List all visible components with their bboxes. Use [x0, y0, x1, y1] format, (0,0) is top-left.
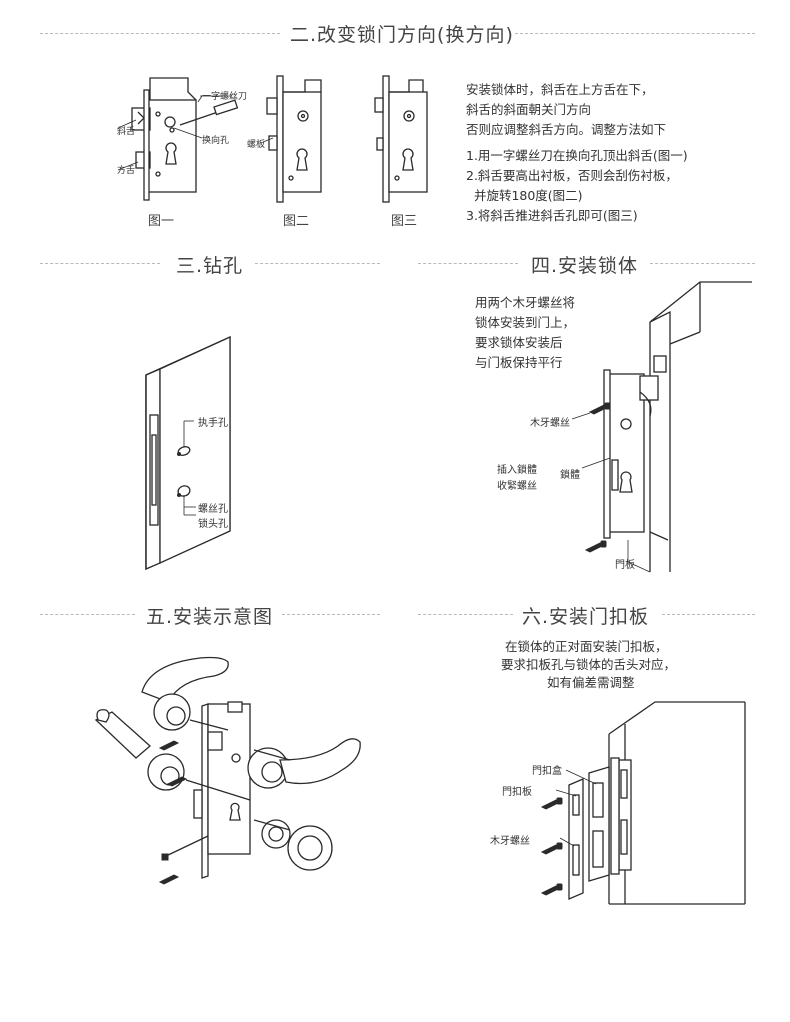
- label-reversing-hole: 换向孔: [202, 136, 230, 146]
- section-divider: [40, 263, 160, 264]
- section-divider: [650, 263, 755, 264]
- instruction-line: 在锁体的正对面安装门扣板，: [505, 639, 668, 654]
- label-strike-plate: 門扣板: [502, 787, 532, 798]
- label-cylinder-hole: 锁头孔: [198, 519, 228, 530]
- section-divider: [662, 614, 755, 615]
- instruction-line: 并旋转180度(图二): [466, 188, 583, 203]
- section-title-install-strike-plate: 六.安装门扣板: [522, 606, 650, 628]
- wood-screw-icon: [540, 883, 563, 896]
- label-insert-lockbody: 插入鎖體: [497, 465, 537, 476]
- wood-screw-icon: [588, 402, 611, 415]
- instruction-line: 否则应调整斜舌方向。调整方法如下: [466, 122, 667, 137]
- label-tighten-screws: 收緊螺丝: [497, 481, 537, 492]
- figure-1-diagram: [117, 77, 239, 201]
- label-screwdriver: 一字螺丝刀: [202, 92, 248, 102]
- instruction-line: 用两个木牙螺丝将: [475, 295, 576, 310]
- instruction-line: 锁体安装到门上，: [475, 315, 576, 330]
- label-wood-screw: 木牙螺丝: [530, 418, 570, 429]
- section-divider: [418, 263, 518, 264]
- instruction-line: 与门板保持平行: [475, 355, 563, 370]
- label-strike-box: 門扣盒: [532, 766, 562, 777]
- instruction-line: 2.斜舌要高出衬板，否则会刮伤衬板，: [466, 168, 678, 183]
- section-divider: [418, 614, 513, 615]
- label-screw-hole: 螺丝孔: [198, 504, 228, 515]
- figure-3-diagram: [374, 75, 428, 203]
- figure-3-caption: 图三: [391, 214, 418, 229]
- instruction-line: 安装锁体时，斜舌在上方舌在下，: [466, 82, 654, 97]
- instruction-line: 如有偏差需调整: [547, 675, 635, 690]
- instruction-line: 1.用一字螺丝刀在换向孔顶出斜舌(图一): [466, 148, 688, 163]
- section-title-install-lockbody: 四.安装锁体: [531, 255, 639, 277]
- label-lockbody: 鎖體: [560, 470, 580, 481]
- section-divider: [40, 33, 280, 34]
- section-divider: [255, 263, 380, 264]
- figure-1-caption: 图一: [148, 214, 175, 229]
- callout-lines: [571, 412, 611, 469]
- instruction-line: 要求锁体安装后: [475, 335, 563, 350]
- label-deadbolt: 方舌: [117, 166, 136, 176]
- callout-lines: [555, 769, 597, 847]
- section-divider: [515, 33, 755, 34]
- wood-screw-icon: [540, 842, 563, 855]
- instruction-line: 斜舌的斜面朝关门方向: [466, 102, 592, 117]
- instruction-line: 3.将斜舌推进斜舌孔即可(图三): [466, 208, 638, 223]
- section-divider: [282, 614, 380, 615]
- label-plate: 螺板: [247, 140, 266, 150]
- door-drilling-diagram: [145, 335, 231, 571]
- strike-plate-diagram: [608, 701, 746, 905]
- section-title-drilling: 三.钻孔: [176, 255, 244, 277]
- section-divider: [40, 614, 135, 615]
- wood-screw-icon: [540, 797, 563, 810]
- label-handle-hole: 执手孔: [198, 418, 228, 429]
- section-title-installation-diagram: 五.安装示意图: [146, 606, 274, 628]
- exploded-installation-diagram: [94, 656, 361, 885]
- label-wood-screw: 木牙螺丝: [490, 836, 530, 847]
- instruction-line: 要求扣板孔与锁体的舌头对应，: [501, 657, 677, 672]
- figure-2-diagram: [262, 75, 322, 203]
- wood-screw-icon: [584, 540, 607, 553]
- figure-2-caption: 图二: [283, 214, 310, 229]
- label-latch: 斜舌: [117, 127, 136, 137]
- strike-box-diagram: [568, 766, 610, 900]
- label-door-panel: 門板: [615, 560, 635, 571]
- section-title-change-direction: 二.改变锁门方向(换方向): [290, 24, 514, 46]
- lockbody-install-diagram: [603, 281, 752, 573]
